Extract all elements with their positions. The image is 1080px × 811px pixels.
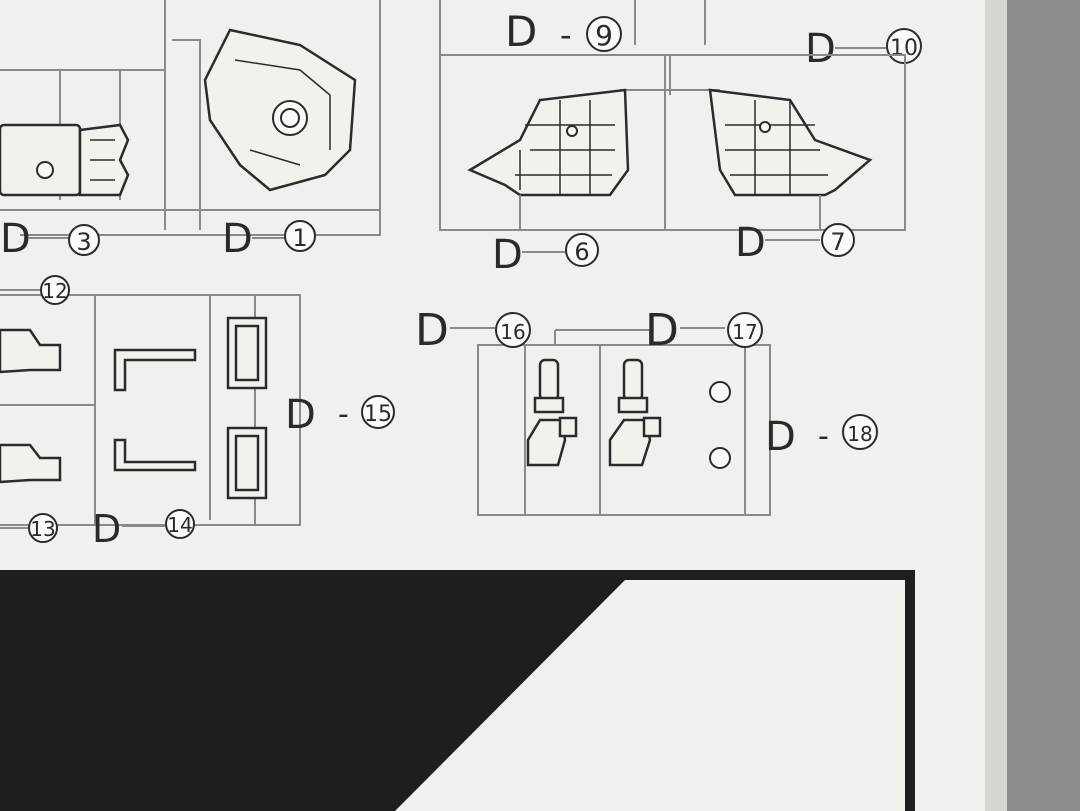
label-d9-prefix: D (505, 7, 537, 56)
svg-text:-: - (818, 419, 829, 454)
label-d9-num: 9 (595, 19, 613, 52)
label-d18-num: 18 (847, 422, 872, 446)
label-d18: D - 18 (765, 414, 878, 460)
label-d3: D 3 (0, 216, 100, 262)
label-d15-num: 15 (364, 402, 392, 427)
part-d6 (467, 88, 630, 197)
label-d18-prefix: D (765, 414, 796, 460)
label-d16-num: 16 (500, 320, 525, 344)
label-d3-prefix: D (0, 216, 31, 262)
label-d13-num: 13 (30, 517, 55, 541)
label-d12: 12 (0, 275, 70, 305)
label-d7-num: 7 (830, 228, 845, 256)
label-d14: D 14 (92, 507, 195, 551)
sprue-top-left (0, 0, 381, 236)
svg-text:-: - (560, 16, 572, 54)
label-d17: D 17 (645, 305, 763, 356)
label-d10-prefix: D (805, 26, 836, 72)
label-d3-num: 3 (76, 228, 91, 256)
label-d17-prefix: D (645, 305, 679, 356)
part-d16 (526, 358, 578, 467)
part-d14-lower (113, 438, 197, 472)
bottom-panel-white-triangle (395, 580, 905, 811)
svg-text:-: - (338, 397, 349, 432)
part-d3 (0, 123, 82, 197)
sprue-mid-left (0, 294, 301, 526)
label-d1-prefix: D (222, 216, 253, 262)
label-d1-num: 1 (292, 224, 307, 252)
label-d13: 13 (0, 513, 58, 543)
label-d16: D 16 (415, 305, 531, 356)
label-d12-num: 12 (42, 279, 67, 303)
label-d15-prefix: D (285, 392, 316, 438)
sprue-top-right (439, 0, 906, 231)
label-d14-prefix: D (92, 507, 121, 551)
bottom-panel (0, 570, 915, 811)
sprue-mid-right (477, 329, 771, 516)
label-d14-num: 14 (167, 513, 192, 537)
label-d7: D 7 (735, 220, 855, 266)
label-d1: D 1 (222, 216, 316, 262)
part-d17 (608, 358, 662, 467)
label-d16-prefix: D (415, 305, 449, 356)
label-d6-prefix: D (492, 232, 523, 278)
part-d14-upper (113, 348, 197, 392)
label-d17-num: 17 (732, 320, 757, 344)
label-d15: D - 15 (285, 392, 395, 438)
paper-edge-shadow (985, 0, 1007, 811)
part-d18-lower (709, 447, 731, 469)
label-d6: D 6 (492, 232, 599, 278)
part-d18-upper (709, 381, 731, 403)
label-d7-prefix: D (735, 220, 766, 266)
label-d9: D - 9 (505, 7, 622, 56)
label-d6-num: 6 (574, 238, 589, 266)
